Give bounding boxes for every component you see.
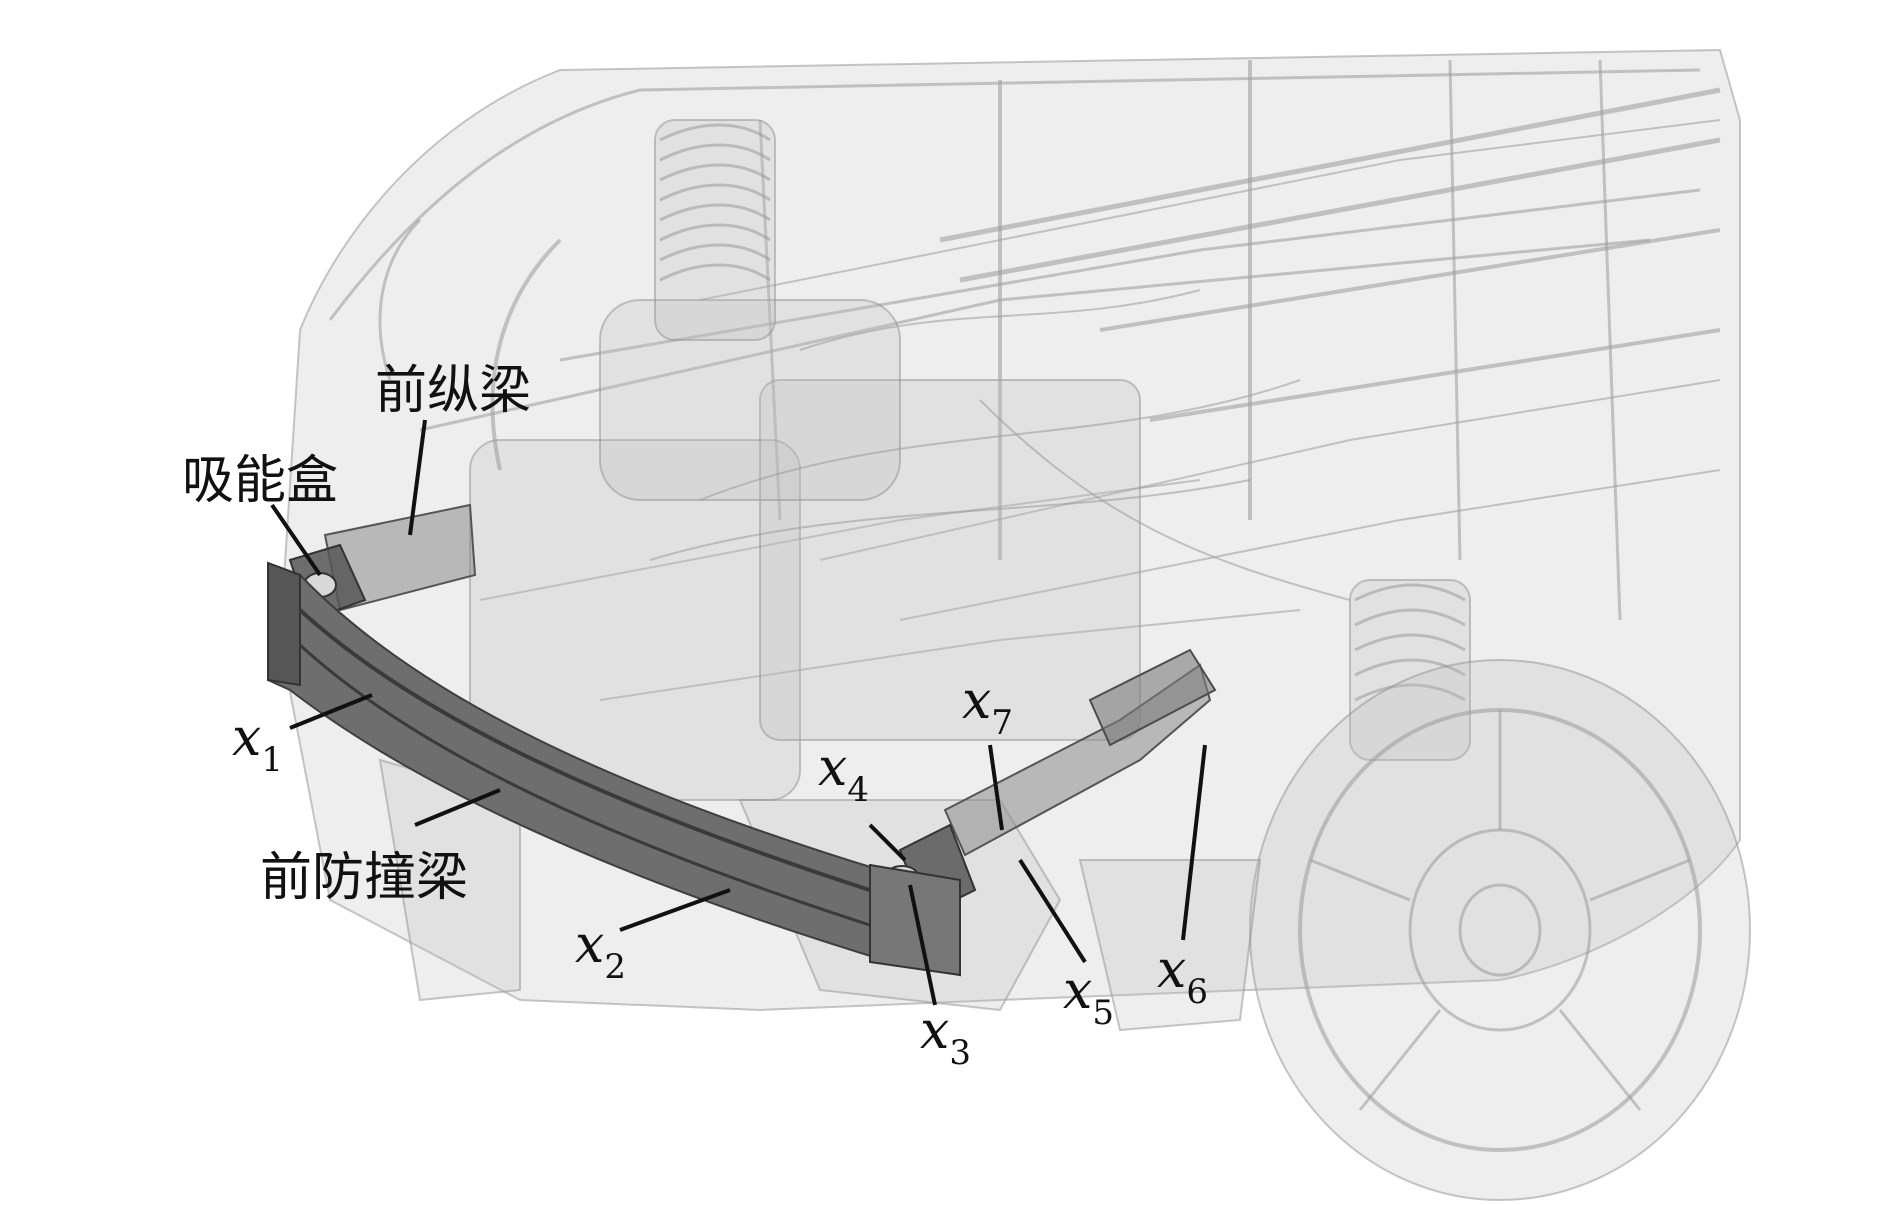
front-right-wheel (1249, 659, 1751, 1201)
leader-lines (270, 419, 1207, 1006)
label-x1: x1 (232, 708, 283, 780)
label-x6: x6 (1157, 940, 1208, 1012)
label-front-bumper-beam: 前防撞梁 (260, 848, 468, 908)
vehicle-body-ghost (278, 48, 1751, 1201)
leader-x6 (1181, 744, 1207, 941)
leader-x3 (908, 884, 937, 1006)
leader-energy-box (270, 503, 322, 577)
front-longitudinal-rails (323, 503, 1217, 857)
label-x2: x2 (575, 915, 626, 987)
label-x3: x3 (920, 1001, 971, 1073)
label-energy-box: 吸能盒 (182, 451, 338, 511)
leader-x4 (868, 823, 907, 862)
front-left-coil-spring (654, 119, 776, 341)
leader-front-bumper-beam (414, 788, 501, 827)
front-right-coil-spring (1349, 579, 1471, 761)
label-x4: x4 (818, 738, 869, 810)
leader-front-rail (408, 419, 427, 536)
leader-x7 (988, 744, 1004, 831)
leader-x5 (1018, 858, 1087, 964)
label-x5: x5 (1063, 961, 1114, 1033)
leader-x1 (289, 693, 373, 730)
label-front-rail: 前纵梁 (375, 361, 531, 421)
leader-x2 (619, 888, 731, 932)
label-x7: x7 (962, 671, 1013, 743)
front-bumper-beam (267, 561, 961, 977)
